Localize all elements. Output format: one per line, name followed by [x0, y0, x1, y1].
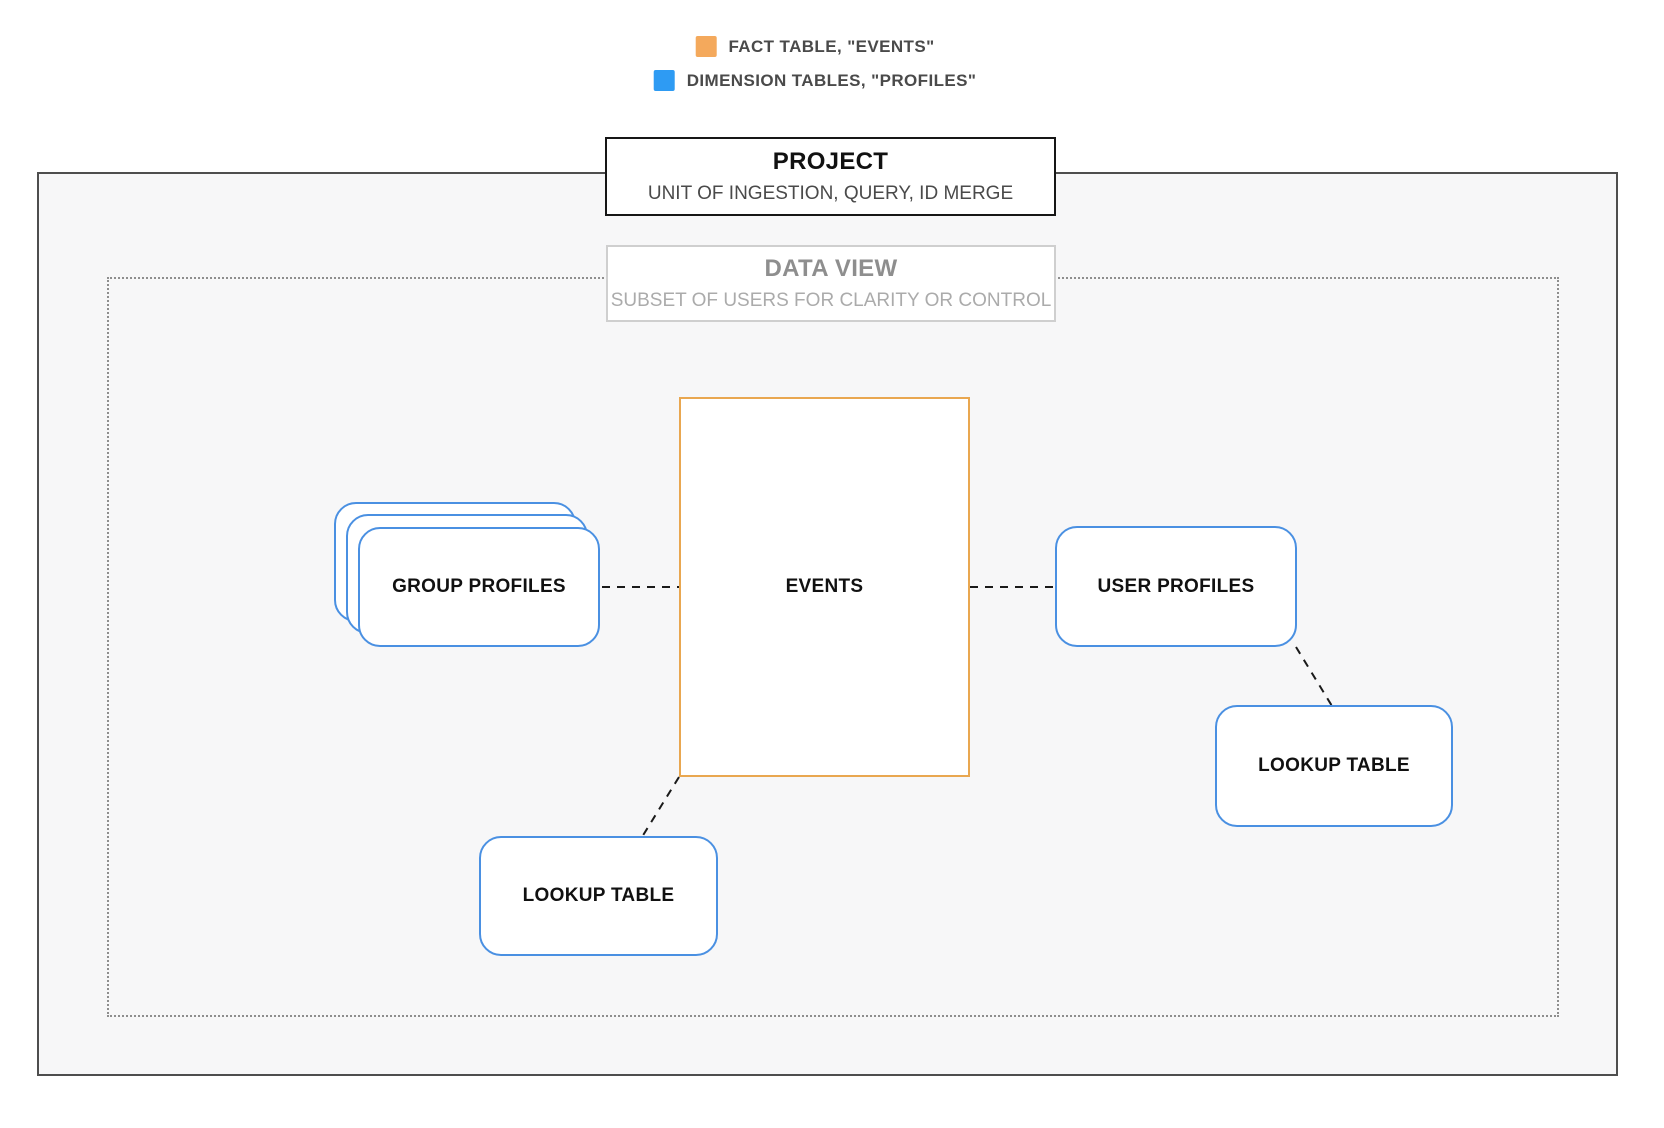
legend: FACT TABLE, "EVENTS" DIMENSION TABLES, "…	[653, 36, 977, 91]
node-user-profiles: USER PROFILES	[1055, 526, 1297, 647]
node-lookup-table-left: LOOKUP TABLE	[479, 836, 718, 956]
fact-table-color-swatch	[695, 36, 717, 57]
data-view-subtitle: SUBSET OF USERS FOR CLARITY OR CONTROL	[610, 290, 1052, 311]
data-view-title: DATA VIEW	[764, 255, 898, 282]
node-lookup-table-right-label: LOOKUP TABLE	[1258, 755, 1410, 776]
node-user-profiles-label: USER PROFILES	[1097, 575, 1255, 597]
node-group-profiles: GROUP PROFILES	[358, 527, 600, 647]
node-lookup-table-left-label: LOOKUP TABLE	[522, 885, 675, 906]
legend-item-dimension-tables: DIMENSION TABLES, "PROFILES"	[653, 70, 977, 91]
project-subtitle: UNIT OF INGESTION, QUERY, ID MERGE	[647, 183, 1014, 204]
legend-label: FACT TABLE, "EVENTS"	[728, 36, 935, 56]
data-view-header-box: DATA VIEW SUBSET OF USERS FOR CLARITY OR…	[606, 245, 1056, 322]
project-title: PROJECT	[772, 148, 889, 175]
node-group-profiles-label: GROUP PROFILES	[392, 576, 566, 597]
legend-item-fact-table: FACT TABLE, "EVENTS"	[695, 36, 934, 57]
legend-label: DIMENSION TABLES, "PROFILES"	[686, 70, 977, 90]
node-lookup-table-right: LOOKUP TABLE	[1215, 705, 1453, 827]
node-events: EVENTS	[679, 397, 970, 777]
project-header-box: PROJECT UNIT OF INGESTION, QUERY, ID MER…	[605, 137, 1056, 216]
node-events-label: EVENTS	[785, 576, 864, 597]
dimension-tables-color-swatch	[653, 70, 675, 91]
